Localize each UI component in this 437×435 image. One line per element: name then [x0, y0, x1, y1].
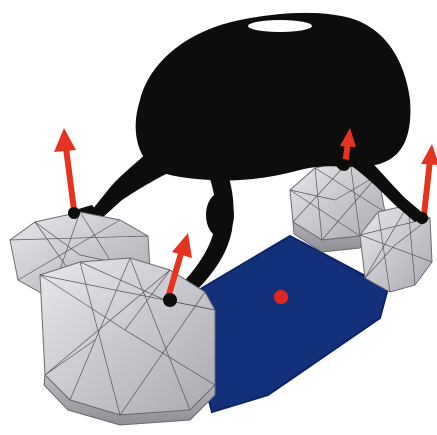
- foot-contact-front-left: [68, 207, 80, 219]
- foot-contact-rear-middle: [338, 159, 350, 171]
- center-of-mass-marker: [274, 290, 288, 304]
- contact-block-front-middle: [40, 258, 215, 425]
- force-arrow-front-left: [54, 128, 76, 210]
- foot-contact-rear-right: [416, 212, 428, 224]
- foot-contact-front-middle: [163, 293, 177, 307]
- force-arrow-rear-right: [421, 144, 437, 215]
